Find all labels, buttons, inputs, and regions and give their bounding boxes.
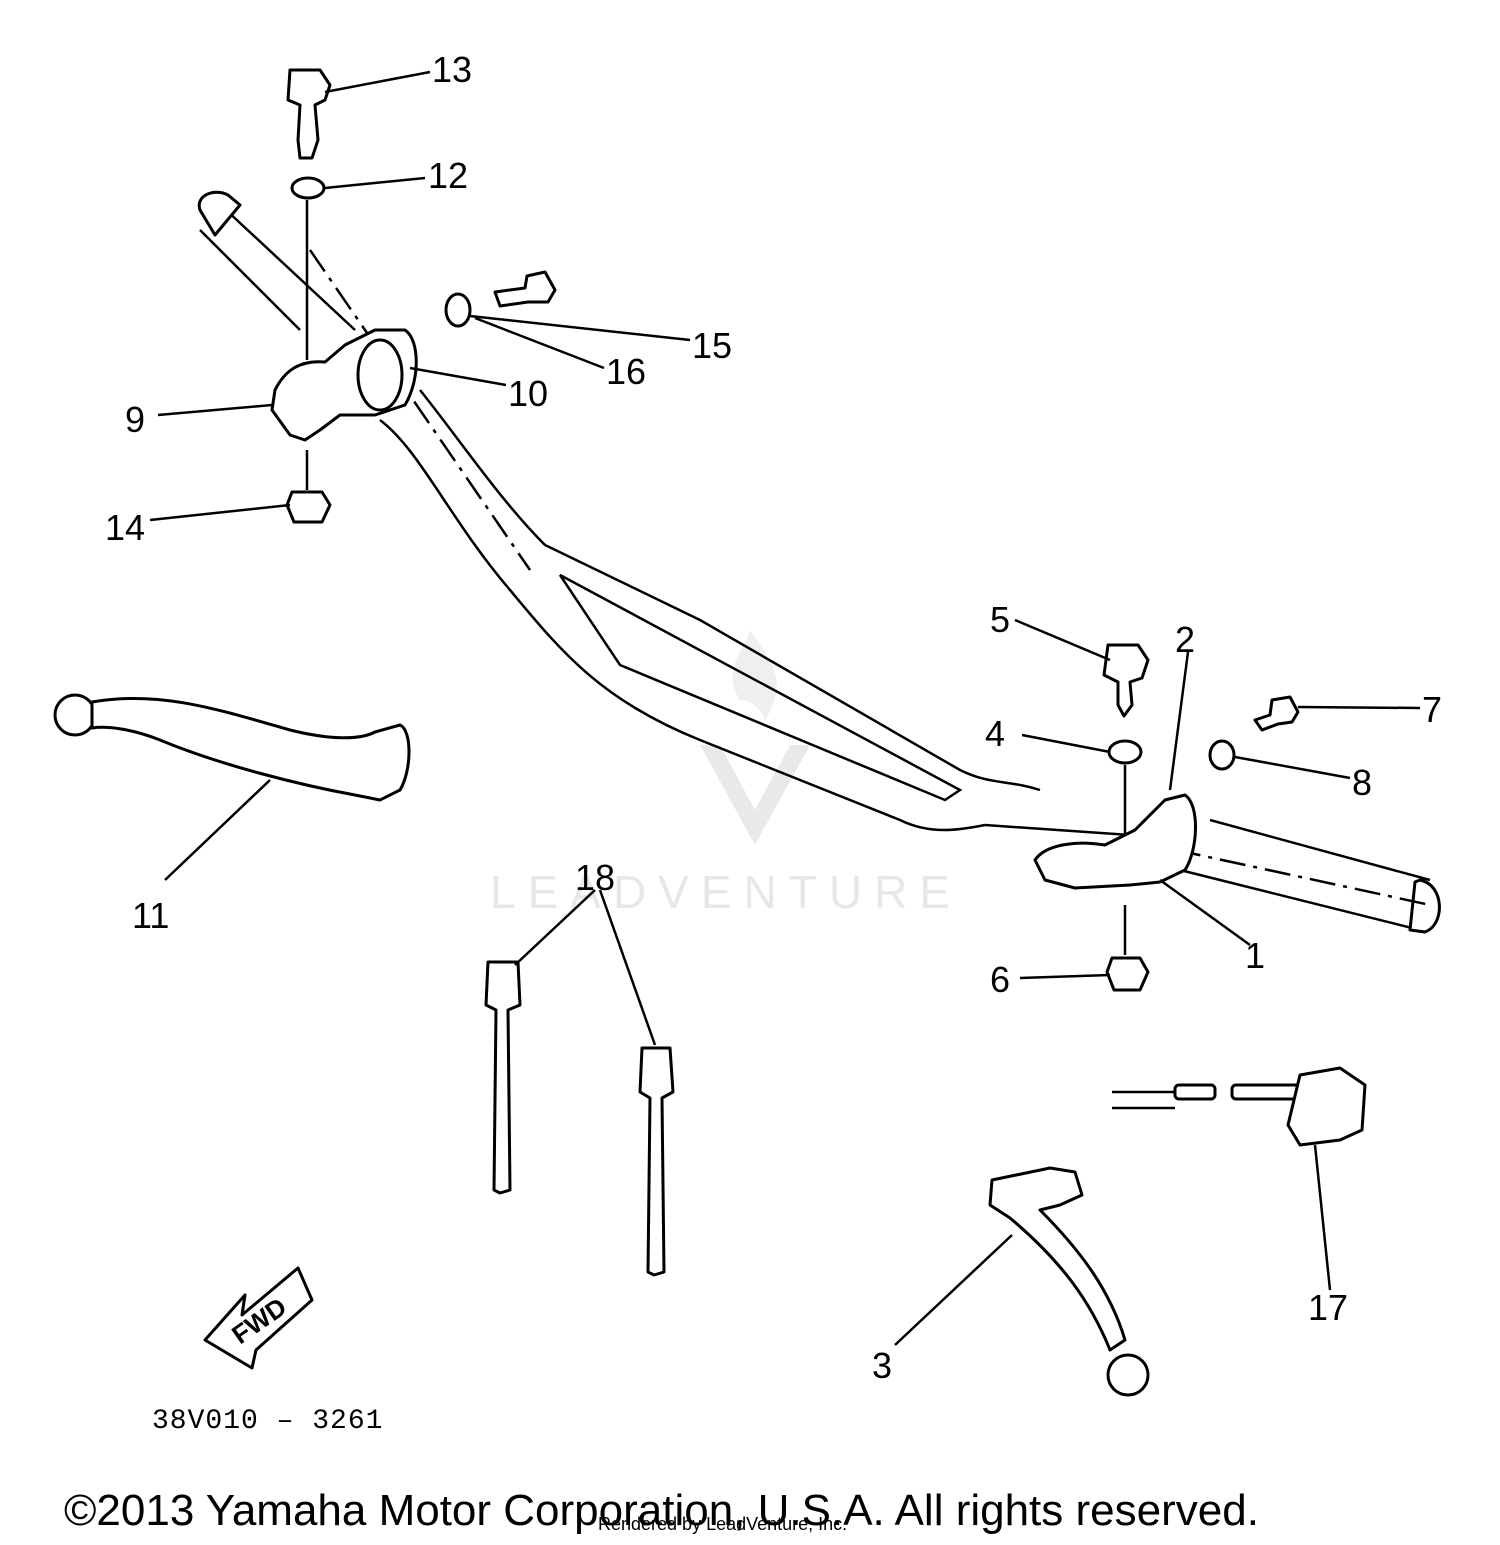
callout-1: 1	[1245, 935, 1265, 976]
callout-8: 8	[1352, 762, 1372, 803]
callout-3: 3	[872, 1345, 892, 1386]
callout-18: 18	[575, 857, 615, 898]
callout-14: 14	[105, 507, 145, 548]
callout-16: 16	[606, 351, 646, 392]
callout-numbers: 13 12 15 16 10 9 14 11 5 2 7 4 8 1 6 18 …	[105, 49, 1442, 1386]
clutch-lever	[53, 693, 411, 802]
handlebar-switch	[1112, 1066, 1367, 1147]
callout-12: 12	[428, 155, 468, 196]
callout-17: 17	[1308, 1287, 1348, 1328]
callout-4: 4	[985, 713, 1005, 754]
forward-arrow: FWD	[203, 1266, 314, 1370]
brake-lever	[988, 1166, 1150, 1397]
copyright-notice: ©2013 Yamaha Motor Corporation, U.S.A. A…	[64, 1486, 1259, 1535]
callout-6: 6	[990, 959, 1010, 1000]
right-clamp-assembly	[1033, 643, 1300, 992]
diagram-code: 38V010 – 3261	[152, 1406, 383, 1437]
callout-2: 2	[1175, 619, 1195, 660]
cable-ties	[484, 960, 675, 1277]
callout-13: 13	[432, 49, 472, 90]
callout-11: 11	[132, 895, 169, 936]
left-clamp-assembly	[270, 68, 557, 524]
watermark-text: LEADVENTURE	[490, 866, 962, 918]
rendered-by-note: Rendered by LeadVenture, Inc.	[598, 1514, 847, 1534]
callout-9: 9	[125, 399, 145, 440]
callout-10: 10	[508, 373, 548, 414]
callout-5: 5	[990, 599, 1010, 640]
callout-7: 7	[1422, 689, 1442, 730]
leadventure-watermark: LEADVENTURE	[490, 630, 962, 918]
callout-15: 15	[692, 325, 732, 366]
leader-lines	[149, 70, 1421, 1346]
handlebar	[197, 190, 1441, 934]
